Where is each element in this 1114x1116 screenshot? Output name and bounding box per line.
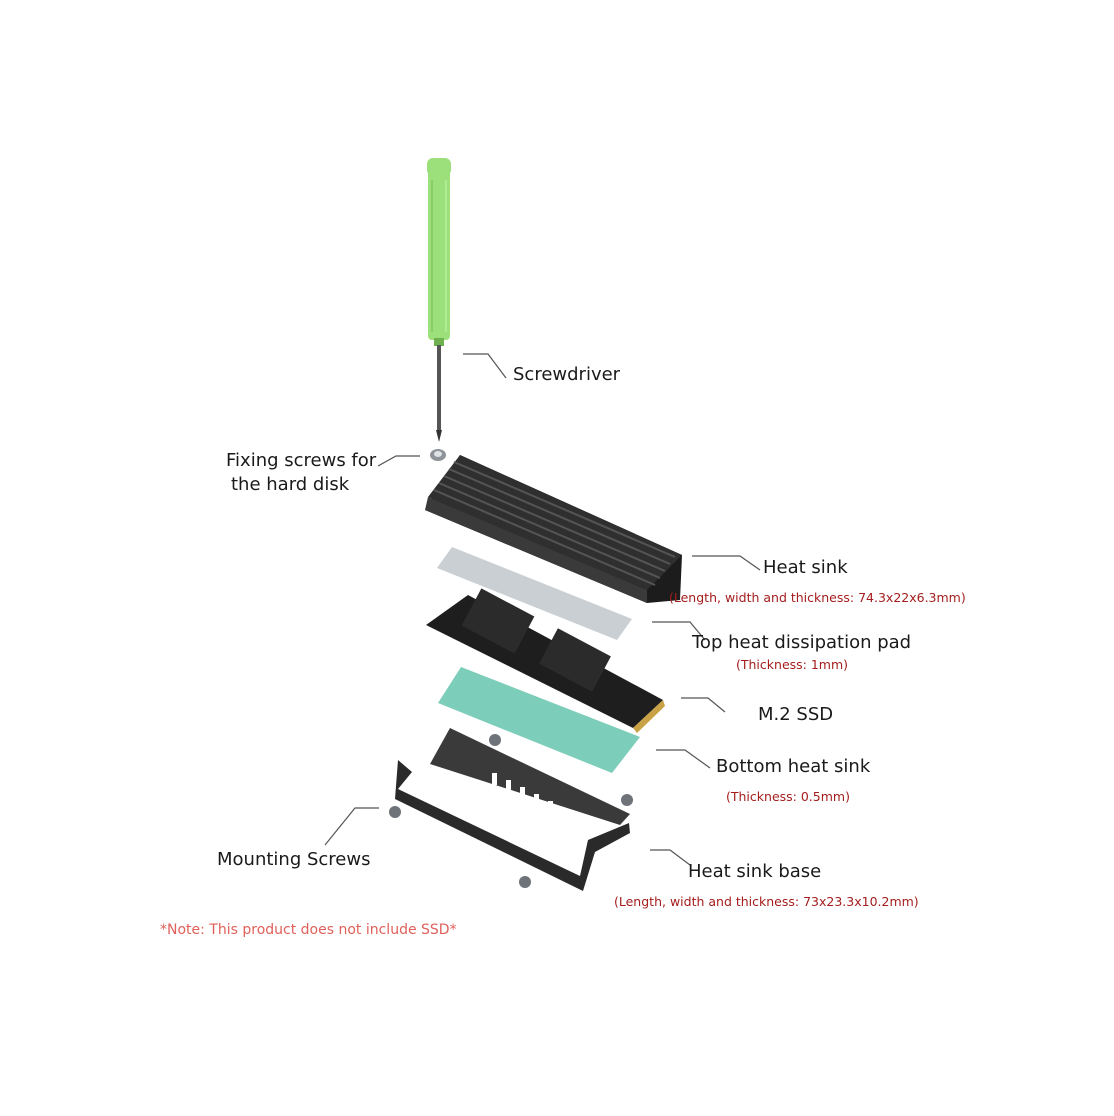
mounting-screws-illustration bbox=[389, 734, 633, 888]
heat-sink-base-illustration bbox=[395, 728, 630, 891]
leader-fixing-screws bbox=[377, 455, 420, 467]
label-screwdriver: Screwdriver bbox=[513, 364, 621, 385]
label-top-pad-dims: (Thickness: 1mm) bbox=[736, 657, 849, 672]
leader-heat-sink-base bbox=[650, 849, 691, 866]
leader-ssd bbox=[681, 697, 726, 713]
label-mounting-screws: Mounting Screws bbox=[217, 849, 371, 870]
label-top-pad: Top heat dissipation pad bbox=[692, 632, 912, 653]
leader-lines bbox=[324, 353, 761, 866]
label-heat-sink-dims: (Length, width and thickness: 74.3x22x6.… bbox=[669, 590, 966, 605]
label-bottom-heat-sink-dims: (Thickness: 0.5mm) bbox=[726, 789, 850, 804]
fixing-screw-illustration bbox=[430, 449, 446, 461]
label-bottom-heat-sink: Bottom heat sink bbox=[716, 756, 871, 777]
leader-top-pad bbox=[652, 621, 706, 641]
screwdriver-illustration bbox=[427, 158, 451, 442]
label-fixing-screws-line2: the hard disk bbox=[231, 474, 350, 495]
label-heat-sink: Heat sink bbox=[763, 557, 848, 578]
leader-mounting-screws bbox=[324, 807, 379, 846]
label-heat-sink-base-dims: (Length, width and thickness: 73x23.3x10… bbox=[614, 894, 919, 909]
label-heat-sink-base: Heat sink base bbox=[688, 861, 822, 882]
ssd-illustration bbox=[426, 588, 665, 733]
bottom-pad-illustration bbox=[438, 667, 640, 773]
note-text: *Note: This product does not include SSD… bbox=[160, 922, 457, 938]
leader-screwdriver bbox=[463, 353, 507, 379]
leader-bottom-heat-sink bbox=[656, 749, 711, 769]
label-ssd: M.2 SSD bbox=[758, 704, 834, 725]
heat-sink-illustration bbox=[425, 455, 682, 603]
top-pad-illustration bbox=[437, 547, 632, 640]
leader-heat-sink bbox=[692, 555, 761, 571]
label-fixing-screws-line1: Fixing screws for bbox=[226, 450, 377, 471]
